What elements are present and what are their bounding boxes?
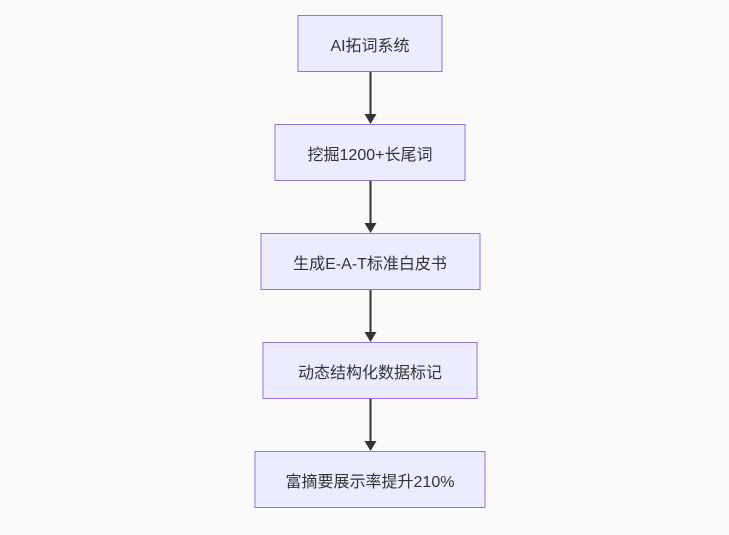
arrow-head-icon <box>364 114 376 124</box>
flowchart-arrow-3 <box>364 290 376 342</box>
node-label: AI拓词系统 <box>330 37 410 55</box>
arrow-line <box>369 290 371 332</box>
flowchart: AI拓词系统 挖掘1200+长尾词 生成E-A-T标准白皮书 动态结构化数据标记… <box>254 15 486 508</box>
arrow-line <box>369 399 371 441</box>
flowchart-arrow-2 <box>364 181 376 233</box>
flowchart-node-rich-snippet-rate: 富摘要展示率提升210% <box>254 451 486 508</box>
flowchart-arrow-1 <box>364 72 376 124</box>
arrow-line <box>369 72 371 114</box>
arrow-line <box>369 181 371 223</box>
arrow-head-icon <box>364 332 376 342</box>
flowchart-node-eat-whitepaper: 生成E-A-T标准白皮书 <box>260 233 480 290</box>
node-label: 生成E-A-T标准白皮书 <box>293 255 447 273</box>
node-label: 富摘要展示率提升210% <box>285 473 455 491</box>
arrow-head-icon <box>364 223 376 233</box>
flowchart-node-ai-expansion-system: AI拓词系统 <box>297 15 443 72</box>
arrow-head-icon <box>364 441 376 451</box>
flowchart-node-longtail-mining: 挖掘1200+长尾词 <box>274 124 466 181</box>
node-label: 动态结构化数据标记 <box>297 364 442 382</box>
node-label: 挖掘1200+长尾词 <box>307 146 433 164</box>
flowchart-arrow-4 <box>364 399 376 451</box>
flowchart-node-structured-data-markup: 动态结构化数据标记 <box>262 342 478 399</box>
